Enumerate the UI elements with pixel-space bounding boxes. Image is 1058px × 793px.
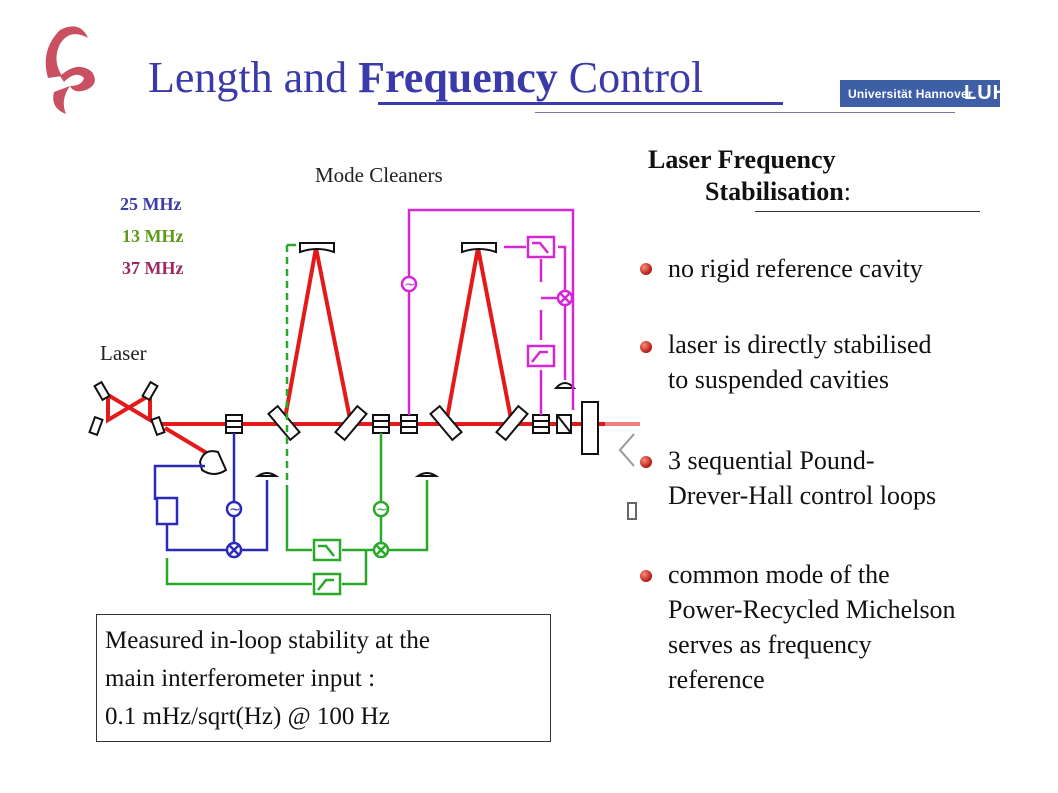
partial-element-2 [627,502,637,520]
blue-control-loop [153,433,269,559]
institute-crest-logo [45,26,95,114]
bullet-line: 3 sequential Pound- [668,446,875,475]
bullet-line: no rigid reference cavity [668,254,923,283]
bullet-icon [640,341,652,353]
bullet-icon [640,263,652,275]
university-logo: Universität Hannover LUH [840,80,1007,107]
title-rule [535,112,955,113]
mode-cleaners-label: Mode Cleaners [315,163,443,187]
photodiode-1 [198,450,228,475]
oscillator-13-symbol: ~ [376,502,388,518]
panel-heading-line2: Stabilisation: [705,177,851,207]
bullet-line: to suspended cavities [668,365,889,394]
green-control-loop [165,243,429,596]
bullet-line: Drever-Hall control loops [668,481,937,510]
laser-label: Laser [100,341,147,365]
eom-modulators [225,414,572,434]
mirror-output [581,401,599,455]
bullet-line: serves as frequency [668,630,872,659]
freq-label-25: 25 MHz [120,194,182,214]
curved-mirrors [299,242,497,254]
freq-label-37: 37 MHz [122,258,184,278]
flat-mirrors [267,404,529,442]
university-mark: LUH [964,82,1009,104]
bullet-line: laser is directly stabilised [668,330,932,359]
oscillator-37-symbol: ~ [404,277,416,293]
measurement-line: main interferometer input : [105,665,376,692]
partial-element [618,433,635,467]
oscillator-25-symbol: ~ [229,502,241,518]
measurement-line: Measured in-loop stability at the [105,627,430,654]
measurement-line: 0.1 mHz/sqrt(Hz) @ 100 Hz [105,703,390,730]
bullet-icon [640,456,652,468]
optical-layout-diagram: ~ ~ ~ [88,208,640,596]
bullet-item: laser is directly stabilised to suspende… [668,327,1048,397]
title-underline [378,102,783,105]
bullet-line: Power-Recycled Michelson [668,595,956,624]
title-part2: Frequency [358,53,558,102]
bullet-icon [640,570,652,582]
panel-heading-text: Stabilisation [705,177,844,206]
measurement-box: Measured in-loop stability at the main i… [96,614,551,742]
panel-heading-colon: : [843,177,851,206]
bullet-item: no rigid reference cavity [668,251,1048,286]
university-name: Universität Hannover [848,87,973,101]
bullet-item: 3 sequential Pound- Drever-Hall control … [668,443,1048,513]
panel-heading-line1: Laser Frequency [648,145,836,174]
bullet-line: reference [668,665,765,694]
panel-heading-rule [755,211,980,212]
bullet-item: common mode of the Power-Recycled Michel… [668,557,1048,697]
bullet-line: common mode of the [668,560,890,589]
freq-label-13: 13 MHz [122,226,184,246]
title-part3: Control [557,53,704,102]
laser-cavity-mirrors [88,380,166,437]
slide-title: Length and Frequency Control [148,52,703,103]
magenta-control-loop [400,208,575,415]
title-part1: Length and [148,53,359,102]
